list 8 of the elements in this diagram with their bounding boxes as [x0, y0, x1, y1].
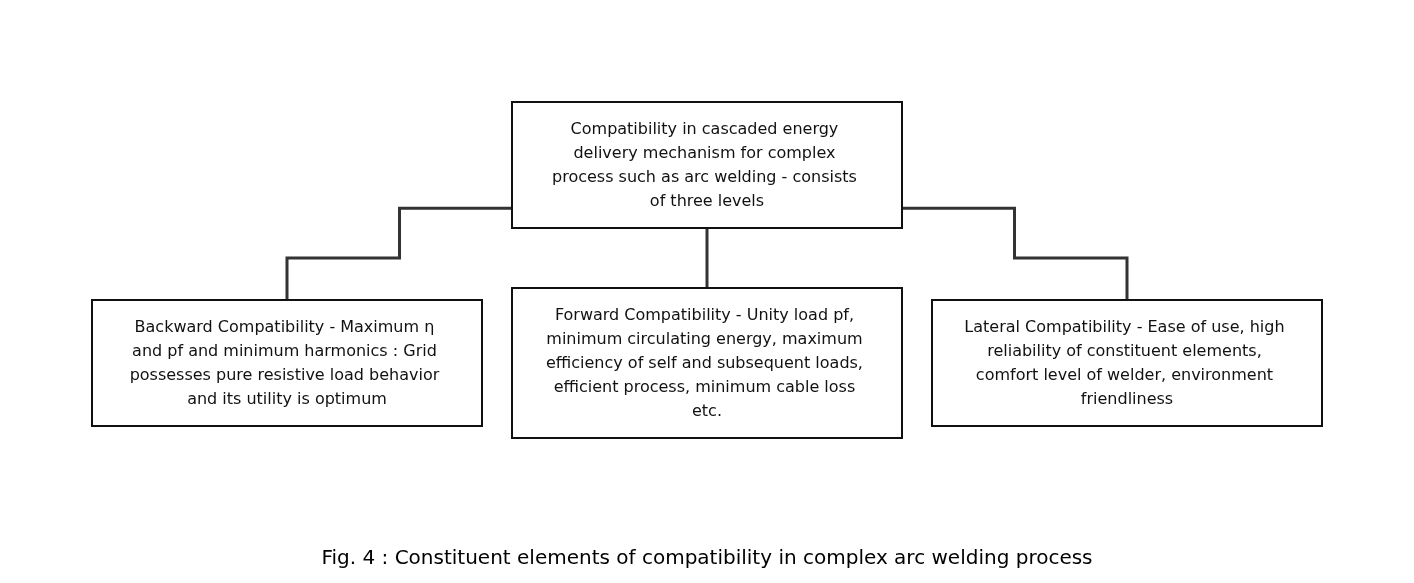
node-box: Lateral Compatibility - Ease of use, high reliability of constituent elements, comfort level of welder, environment friendliness — [931, 298, 1323, 427]
connector — [285, 206, 512, 301]
connector — [705, 226, 709, 289]
node-box: Compatibility in cascaded energy delivery mechanism for complex process such as arc welding - consists of three levels — [511, 100, 903, 229]
node-box: Backward Compatibility - Maximum η and pf and minimum harmonics : Grid possesses pure resistive load behavior and its utility is optimum — [91, 298, 483, 427]
figure-caption: Fig. 4 : Constituent elements of compatibility in complex arc welding process — [321, 545, 1093, 569]
node-box: Forward Compatibility - Unity load pf, minimum circulating energy, maximum efficiency of self and subsequent loads, efficient process, minimum cable loss etc. — [511, 286, 903, 439]
connector — [902, 206, 1129, 301]
